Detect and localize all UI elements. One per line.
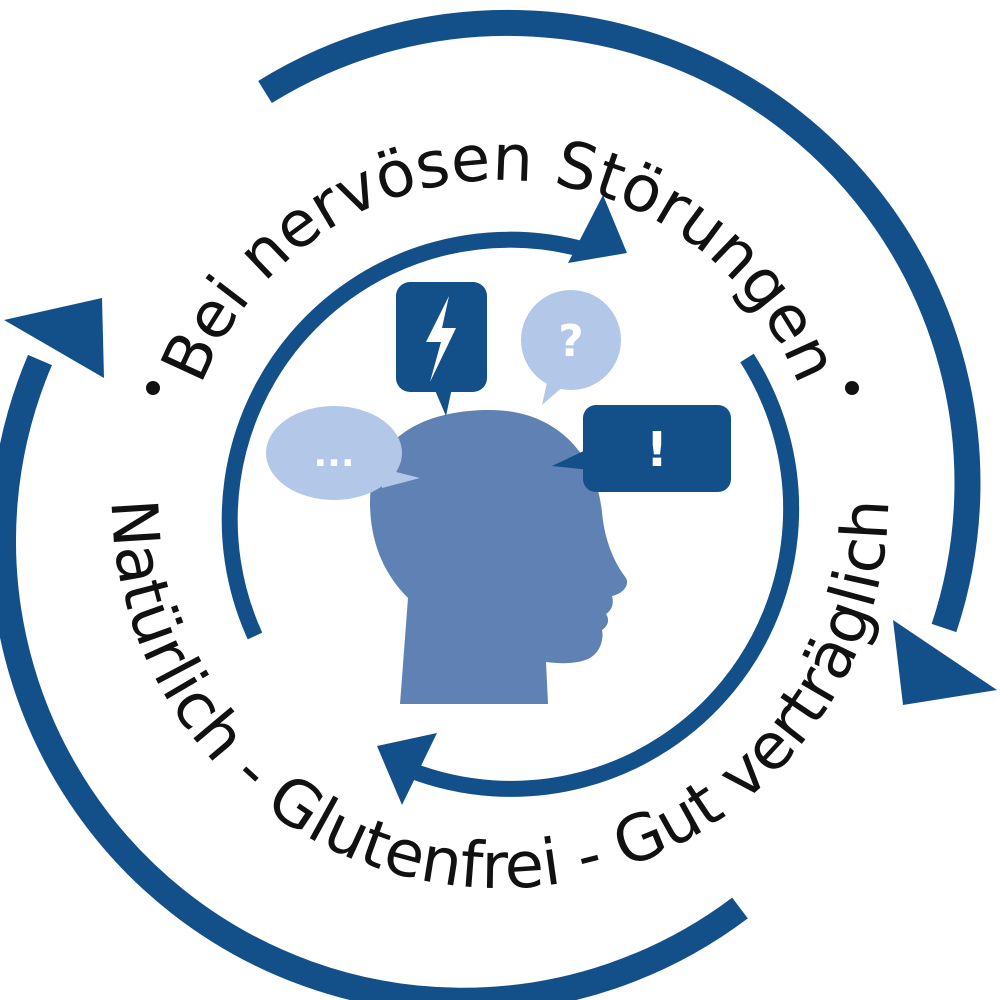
inner-arrow-top-icon [221,195,627,640]
lightning-bolt-icon [426,296,456,382]
human-head-profile-icon [370,410,628,704]
question-mark-glyph: ? [558,316,584,367]
bullet-dot-right [845,381,859,395]
top-arc-text: Bei nervösen Störungen [148,122,852,393]
ellipsis-glyph: ... [313,434,354,475]
exclamation-mark-glyph: ! [646,422,668,478]
outer-arrow-left-icon [0,298,748,1000]
outer-arrow-right-icon [258,9,997,705]
lightning-speech-bubble [396,282,487,416]
ellipsis-speech-bubble: ... [266,406,420,500]
bullet-dot-left [146,381,160,395]
question-speech-bubble: ? [521,290,621,405]
inner-arrow-bottom-icon [377,353,800,805]
exclamation-speech-bubble: ! [552,405,731,492]
